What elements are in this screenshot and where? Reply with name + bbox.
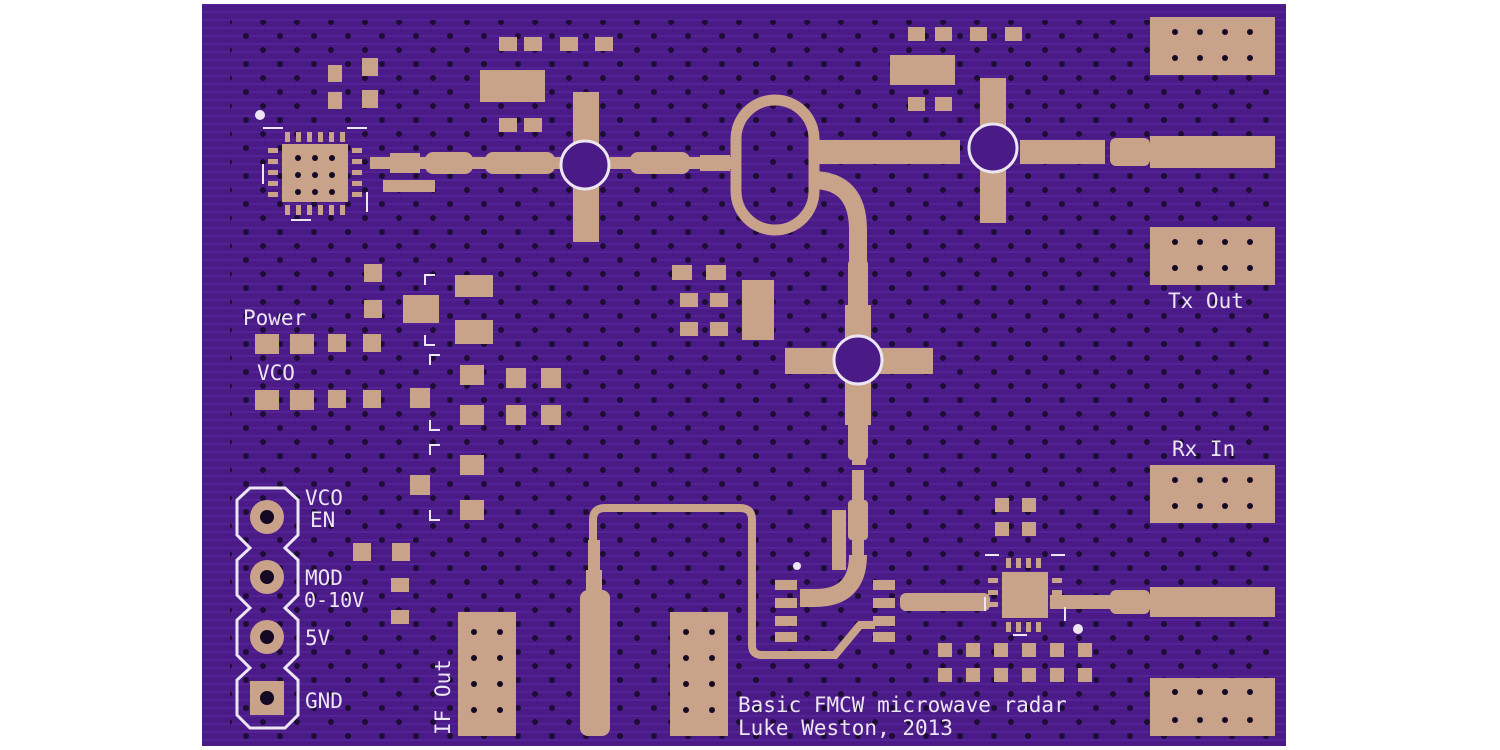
- label-header-5v: 5V: [305, 626, 331, 650]
- label-vco: VCO: [257, 361, 295, 385]
- sma-pad-vias: [471, 29, 1253, 723]
- rf-traces: [370, 94, 1275, 736]
- label-power: Power: [243, 306, 306, 330]
- mixer-chip: [984, 554, 1083, 636]
- label-header-vco-en-2: EN: [310, 508, 335, 532]
- label-tx-out: Tx Out: [1168, 289, 1244, 313]
- board-author: Luke Weston, 2013: [738, 716, 953, 740]
- silkscreen-text: Power VCO Tx Out Rx In IF Out VCO EN MOD…: [243, 289, 1244, 740]
- if-amp-chip: [775, 562, 895, 642]
- board-title: Basic FMCW microwave radar: [738, 693, 1067, 717]
- label-header-gnd: GND: [305, 689, 343, 713]
- junction-vias: [559, 122, 1019, 386]
- vco-chip: [255, 110, 435, 221]
- pin-header: [235, 486, 300, 730]
- label-header-vco-en-1: VCO: [305, 486, 343, 510]
- passive-pads: [255, 27, 1092, 682]
- label-header-mod-1: MOD: [305, 566, 343, 590]
- silk-outlines: [424, 274, 440, 521]
- label-header-mod-2: 0-10V: [304, 588, 364, 612]
- sma-pads: [458, 17, 1275, 736]
- label-rx-in: Rx In: [1172, 437, 1235, 461]
- label-if-out: IF Out: [431, 659, 455, 735]
